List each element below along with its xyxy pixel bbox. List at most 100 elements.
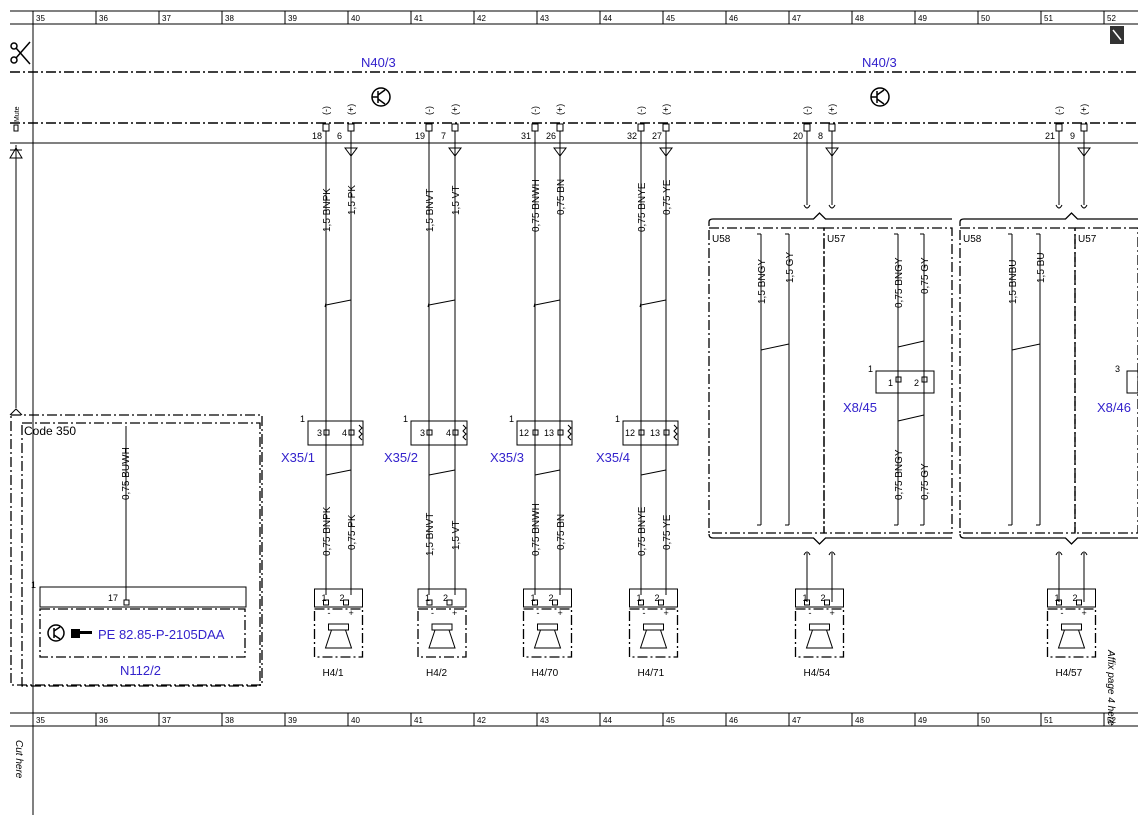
x8-pin-a: 1 <box>888 378 893 388</box>
grid-label: 43 <box>540 14 549 23</box>
speaker-cone <box>324 629 353 649</box>
speaker-pin-1-label: 1 <box>637 593 642 603</box>
speaker-label: H4/54 <box>804 668 831 679</box>
u58-label: U58 <box>963 234 982 245</box>
speaker-minus-label: - <box>328 608 331 618</box>
code-350-title: Code 350 <box>24 424 76 438</box>
speaker-minus-label: - <box>431 608 434 618</box>
grid-label: 49 <box>918 14 927 23</box>
grid-label: 43 <box>540 716 549 725</box>
grid-label: 52 <box>1107 14 1116 23</box>
grid-label: 39 <box>288 716 297 725</box>
grid-label: 36 <box>99 14 108 23</box>
module-pin-number: 19 <box>415 131 425 141</box>
connector-pin-count: 1 <box>615 414 620 424</box>
u57-label: U57 <box>827 234 846 245</box>
transistor-icon-right <box>870 87 890 107</box>
n40-label-left: N40/3 <box>361 55 396 70</box>
grid-label: 47 <box>792 716 801 725</box>
connector-pin-b: 13 <box>650 428 660 438</box>
u58-box <box>959 227 1076 534</box>
speaker-minus-label: - <box>1061 608 1064 618</box>
speaker-cone <box>805 629 834 649</box>
speaker-plus-label: + <box>349 608 354 618</box>
module-pin <box>451 123 459 132</box>
shield-squiggle <box>567 424 572 441</box>
transistor-icon-n112 <box>47 624 65 642</box>
speaker-cone <box>1057 629 1086 649</box>
mute-label: Mute <box>14 106 21 122</box>
polarity-label: (-) <box>636 106 646 115</box>
grid-label: 40 <box>351 14 360 23</box>
x8-pin-count: 1 <box>868 364 873 374</box>
polarity-label: (-) <box>802 106 812 115</box>
shield-squiggle <box>462 424 467 441</box>
u57-box <box>1074 227 1138 534</box>
speaker-pin-1-label: 1 <box>803 593 808 603</box>
grid-label: 45 <box>666 716 675 725</box>
u58-label: U58 <box>712 234 731 245</box>
polarity-label: (+) <box>661 104 671 115</box>
n112-pin-17: 17 <box>108 593 118 603</box>
u57-wire-label-b: 0,75 GY <box>920 257 931 294</box>
n112-reference-link[interactable]: PE 82.85-P-2105DAA <box>98 627 225 642</box>
module-pin-number: 18 <box>312 131 322 141</box>
connector-pin-count: 1 <box>509 414 514 424</box>
speaker-minus-label: - <box>809 608 812 618</box>
x8-connector <box>875 370 935 394</box>
grid-label: 42 <box>477 14 486 23</box>
wire-label-b-bottom: 0,75 BN <box>556 514 567 550</box>
speaker-pin-1-label: 1 <box>1055 593 1060 603</box>
module-pin <box>1055 123 1063 132</box>
wire-label-b-bottom: 1,5 VT <box>451 521 462 550</box>
grid-label: 41 <box>414 716 423 725</box>
speaker-plus-label: + <box>830 608 835 618</box>
module-pin-number: 20 <box>793 131 803 141</box>
module-pin <box>1080 123 1088 132</box>
u58-wire-label-b: 1,5 BU <box>1036 252 1047 283</box>
connector-pin-a: 3 <box>420 428 425 438</box>
connector-label-X35/3: X35/3 <box>490 450 524 465</box>
u57-label: U57 <box>1078 234 1097 245</box>
speaker-pin-2-label: 2 <box>443 593 448 603</box>
grid-label: 51 <box>1044 14 1053 23</box>
grid-label: 38 <box>225 14 234 23</box>
module-pin-number: 27 <box>652 131 662 141</box>
connector-pin-count: 1 <box>403 414 408 424</box>
module-pin-number: 32 <box>627 131 637 141</box>
speaker-minus-label: - <box>537 608 540 618</box>
grid-label: 50 <box>981 716 990 725</box>
u58-wire-label-a: 1,5 BNGY <box>757 259 768 304</box>
x8-pin-b: 2 <box>914 378 919 388</box>
mute-signal-arrow <box>9 145 23 408</box>
grid-label: 47 <box>792 14 801 23</box>
grid-label: 45 <box>666 14 675 23</box>
polarity-label: (-) <box>530 106 540 115</box>
speaker-plus-label: + <box>558 608 563 618</box>
u58-wire-label-b: 1,5 GY <box>785 252 796 283</box>
connector-label-X35/4: X35/4 <box>596 450 630 465</box>
connector-pin-a: 12 <box>519 428 529 438</box>
transistor-icon-left <box>371 87 391 107</box>
speaker-cone <box>428 629 456 649</box>
polarity-label: (-) <box>1054 106 1064 115</box>
module-pin-number: 9 <box>1070 131 1075 141</box>
n40-label-right: N40/3 <box>862 55 897 70</box>
speaker-pin-1-label: 1 <box>322 593 327 603</box>
u57-wire-label-a-bottom: 0,75 BNGY <box>894 449 905 500</box>
speaker-plus-label: + <box>664 608 669 618</box>
grid-label: 38 <box>225 716 234 725</box>
module-pin <box>803 123 811 132</box>
connector-label-X35/2: X35/2 <box>384 450 418 465</box>
speaker-label: H4/70 <box>532 668 559 679</box>
wire-label-a-top: 1,5 BNVT <box>425 189 436 232</box>
scissors-icon <box>10 41 31 65</box>
speaker-pin-2-label: 2 <box>340 593 345 603</box>
